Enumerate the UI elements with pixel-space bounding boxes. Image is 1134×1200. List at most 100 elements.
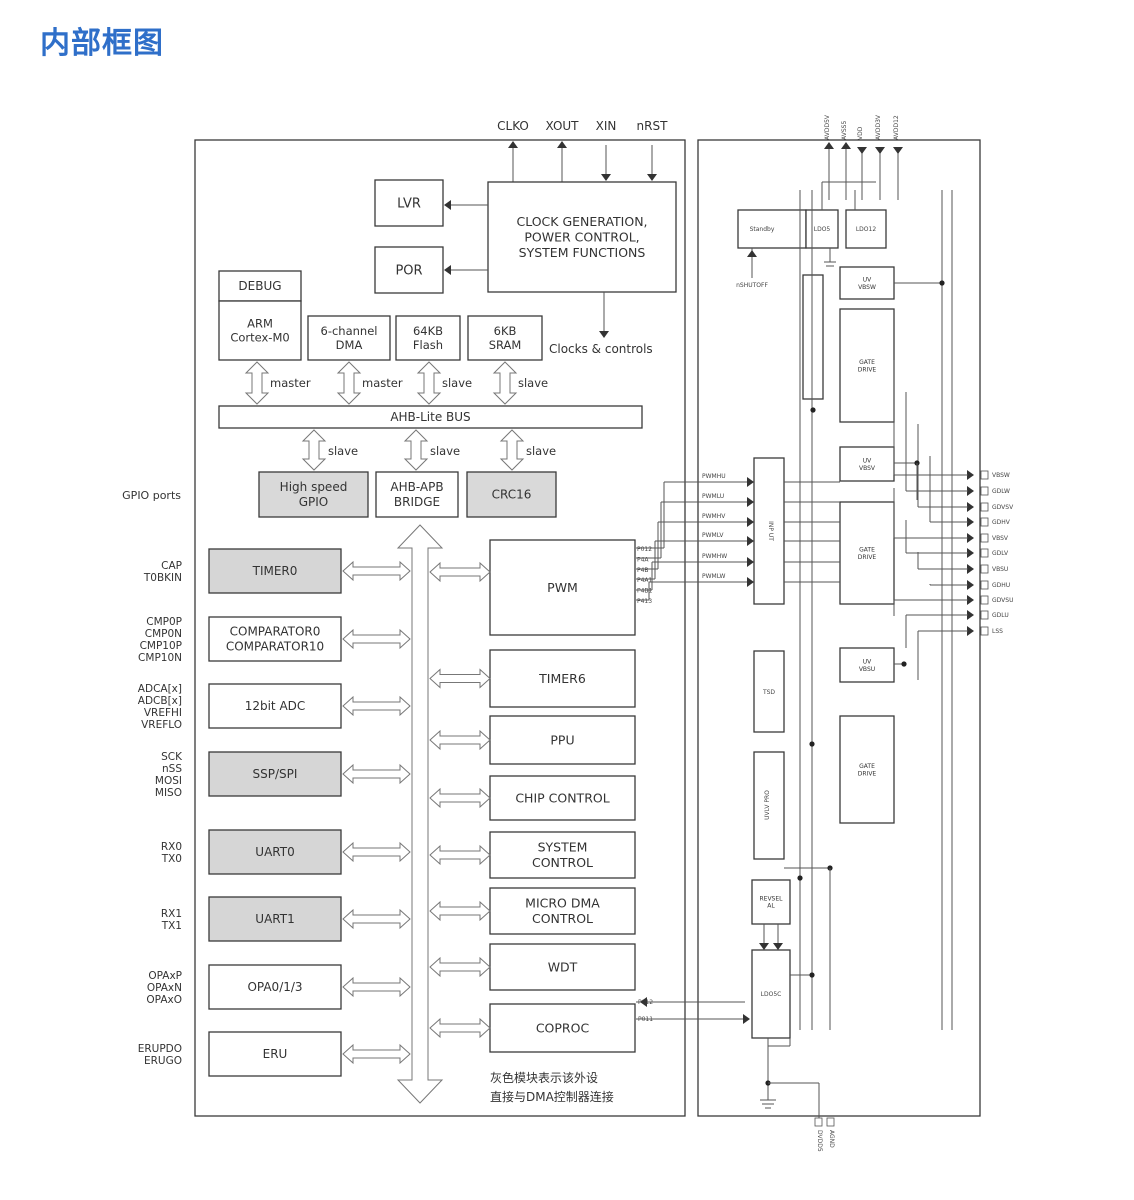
input-block bbox=[753, 457, 785, 605]
tsd-label: TSD bbox=[762, 689, 775, 696]
out-pin-box bbox=[980, 580, 989, 590]
slave-arrow bbox=[499, 429, 525, 471]
peripheral-pwm-block bbox=[489, 539, 636, 636]
flash-block bbox=[395, 315, 461, 361]
peripheral-12bitadc-block bbox=[208, 683, 342, 729]
slave-arrow bbox=[301, 429, 327, 471]
peripheral-uart1-block-label: UART1 bbox=[255, 912, 294, 926]
power-pin-label: AVDD12 bbox=[893, 115, 900, 140]
power-pin-label: AVDD3V bbox=[875, 114, 882, 140]
pwm-pin-label: P4B1 bbox=[637, 588, 653, 595]
pin-label: RX1 bbox=[161, 908, 182, 920]
gate-drive-v-block-label: DRIVE bbox=[858, 554, 877, 561]
out-pin-label: GDVSU bbox=[992, 597, 1013, 604]
slave-label: slave bbox=[328, 444, 358, 458]
pin-label: CMP10N bbox=[138, 652, 182, 664]
ahb-apb-bridge-block-label: BRIDGE bbox=[394, 495, 440, 509]
dma-block-label: DMA bbox=[336, 338, 363, 352]
input-label: INP UT bbox=[767, 521, 774, 541]
bus-arrow bbox=[342, 1043, 411, 1065]
arrow-head bbox=[967, 548, 974, 558]
pin-label: CMP0N bbox=[145, 628, 182, 640]
standby-label: Standby bbox=[750, 226, 775, 233]
arm-cortex-m0-block bbox=[218, 300, 302, 361]
bus-arrow bbox=[342, 628, 411, 650]
uvp-block bbox=[753, 751, 785, 860]
out-pin-box bbox=[980, 564, 989, 574]
gate-drive-u-block-label: GATE bbox=[859, 763, 875, 770]
arrow-head bbox=[759, 943, 769, 950]
clocks-controls-label: Clocks & controls bbox=[549, 342, 653, 356]
pwm-pin-label: P012 bbox=[637, 546, 652, 553]
peripheral-chipcontrol-block-label: CHIP CONTROL bbox=[515, 790, 609, 805]
pin-label: OPAxN bbox=[147, 982, 182, 994]
pin-label: CMP10P bbox=[140, 640, 182, 652]
standby-block bbox=[737, 209, 807, 249]
standby-pin-label: nSHUTOFF bbox=[736, 282, 768, 289]
arrow-head bbox=[967, 486, 974, 496]
bus-arrow bbox=[429, 900, 491, 922]
pin-label: ERUPDO bbox=[138, 1043, 182, 1055]
pin-label: CAP bbox=[161, 560, 182, 572]
crc16-block bbox=[466, 471, 557, 518]
power-pin-label: AVDD5V bbox=[824, 114, 831, 140]
apb-bus-arrow bbox=[396, 524, 444, 1104]
peripheral-system-block-label: SYSTEM bbox=[538, 840, 588, 855]
out-pin-label: VBSV bbox=[992, 535, 1009, 542]
arrow-head bbox=[601, 174, 611, 181]
peripheral-sspspi-block-label: SSP/SPI bbox=[253, 767, 298, 781]
peripheral-timer0-block-label: TIMER0 bbox=[252, 564, 298, 578]
pin-label: CMP0P bbox=[146, 616, 182, 628]
arrow-head bbox=[743, 1014, 750, 1024]
arrow-head bbox=[893, 147, 903, 154]
master-arrow bbox=[336, 361, 362, 405]
gate-drive-v-block-label: GATE bbox=[859, 546, 875, 553]
out-pin-box bbox=[980, 626, 989, 636]
slave-label: slave bbox=[442, 376, 472, 390]
peripheral-opa013-block bbox=[208, 964, 342, 1010]
flash-block-label: Flash bbox=[413, 338, 443, 352]
bus-arrow bbox=[429, 844, 491, 866]
lvr-block-label: LVR bbox=[397, 197, 421, 212]
arm-cortex-m0-block-label: ARM bbox=[247, 316, 273, 330]
gate-drive-w-block-label: DRIVE bbox=[858, 366, 877, 373]
junction-dot bbox=[901, 661, 907, 667]
ahb-apb-bridge-block bbox=[375, 471, 459, 518]
out-pin-label: GDHU bbox=[992, 582, 1010, 589]
lvr-block bbox=[374, 179, 444, 227]
peripheral-12bitadc-block-label: 12bit ADC bbox=[245, 699, 306, 713]
arrow-head bbox=[857, 147, 867, 154]
ahb-apb-bridge-block-label: AHB-APB bbox=[390, 480, 443, 494]
uv-vbsu-block bbox=[839, 647, 895, 683]
arm-cortex-m0-block-label: Cortex-M0 bbox=[230, 331, 289, 345]
arrow-head bbox=[747, 517, 754, 527]
dma-block-label: 6-channel bbox=[321, 324, 378, 338]
tsd-block bbox=[753, 650, 785, 733]
gate-drive-u-block bbox=[839, 715, 895, 824]
pin-label: VREFHI bbox=[144, 707, 182, 719]
pin-label: OPAxP bbox=[148, 970, 182, 982]
pin-label: T0BKIN bbox=[143, 572, 182, 584]
out-pin-label: LSS bbox=[992, 628, 1003, 635]
peripheral-system-block bbox=[489, 831, 636, 879]
uv-vbsv-block-label: VBSV bbox=[859, 465, 876, 472]
out-pin-label: VBSW bbox=[992, 472, 1010, 479]
ldo5c-block bbox=[751, 949, 791, 1039]
peripheral-comparator0-block bbox=[208, 616, 342, 662]
gate-drive-u-block-label: DRIVE bbox=[858, 770, 877, 777]
slave-label: slave bbox=[526, 444, 556, 458]
power-pin-label: VDD bbox=[857, 126, 864, 140]
high-speed-gpio-block bbox=[258, 471, 369, 518]
peripheral-uart0-block bbox=[208, 829, 342, 875]
slave-arrow bbox=[416, 361, 442, 405]
slave-arrow bbox=[492, 361, 518, 405]
pwm-input-label: PWMLV bbox=[702, 532, 724, 539]
slave-label: slave bbox=[430, 444, 460, 458]
peripheral-comparator0-block-label: COMPARATOR10 bbox=[226, 640, 324, 654]
pwm-pin-label: P4A1 bbox=[637, 577, 653, 584]
high-speed-gpio-block-label: High speed bbox=[280, 480, 348, 494]
peripheral-uart0-block-label: UART0 bbox=[255, 845, 294, 859]
pin-label: ADCB[x] bbox=[138, 695, 182, 707]
ldo12-block bbox=[845, 209, 887, 249]
